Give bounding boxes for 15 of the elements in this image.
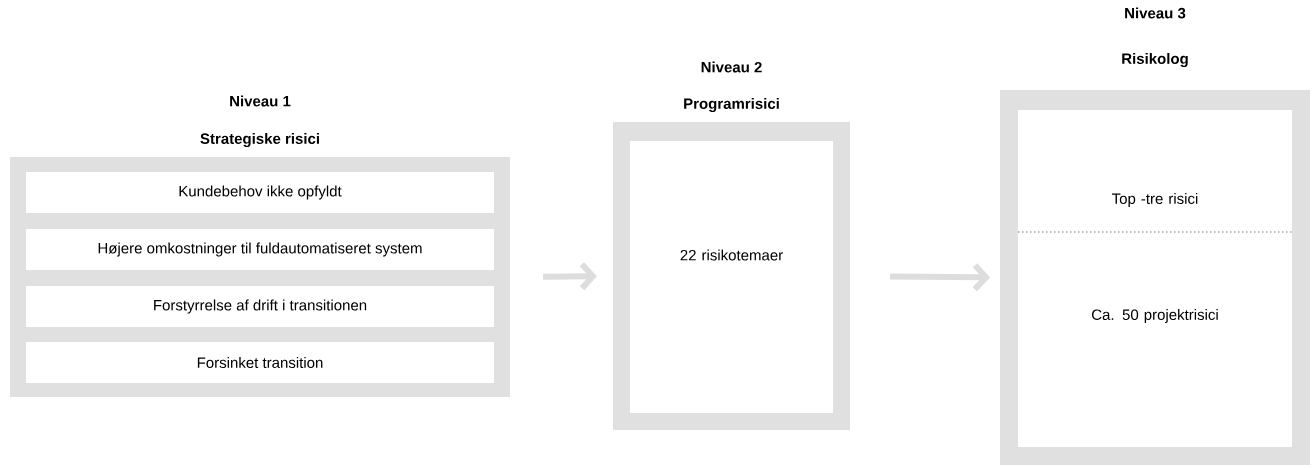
heading: Niveau 2 xyxy=(701,61,762,73)
heading: Niveau 3 xyxy=(1125,7,1186,19)
risk-box: Forstyrrelse af drift i transitionen xyxy=(26,286,494,327)
arrow xyxy=(889,263,990,292)
risk-box: Kundebehov ikke opfyldt xyxy=(26,172,494,213)
heading: Niveau 1 xyxy=(230,95,291,107)
arrow xyxy=(543,262,597,291)
heading: Strategiske risici xyxy=(200,132,319,147)
panel-text: 22 risikotemaer xyxy=(680,249,783,261)
panel-text: Ca. 50 projektrisici xyxy=(1092,309,1218,323)
heading: Programrisici xyxy=(684,97,779,113)
heading: Risikolog xyxy=(1122,52,1188,68)
risk-box: Højere omkostninger til fuldautomatiseret system xyxy=(26,229,494,270)
risk-box: Forsinket transition xyxy=(26,342,494,383)
panel-text: Top -tre risici xyxy=(1112,193,1198,207)
